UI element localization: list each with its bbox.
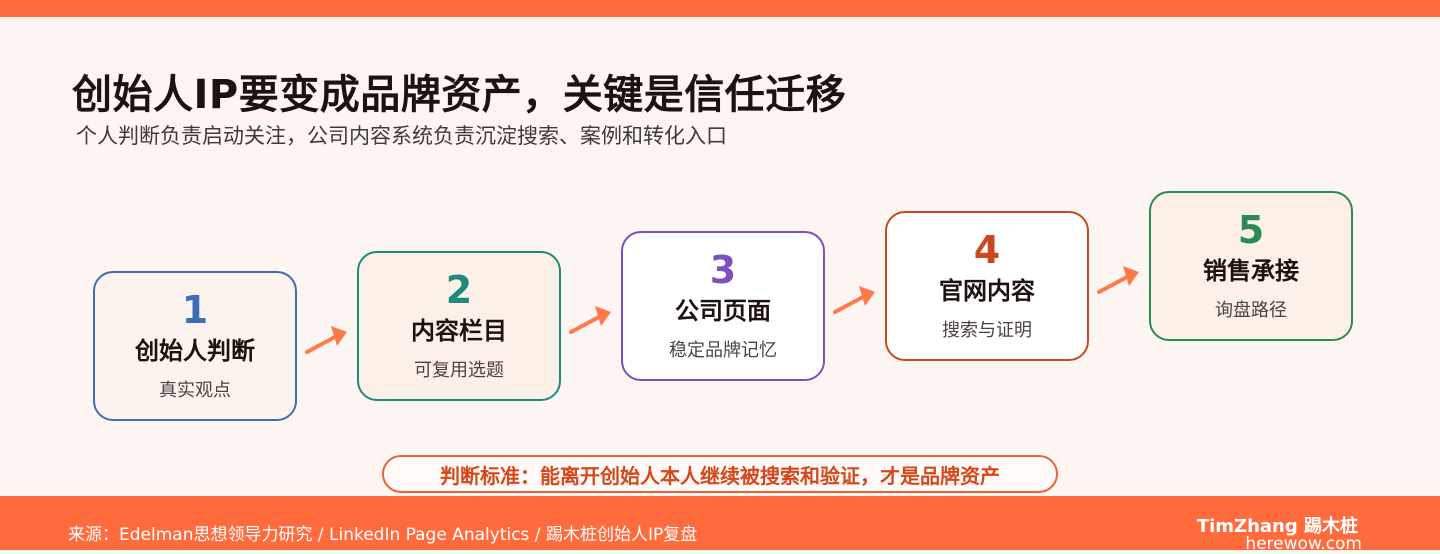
- criteria-banner: 判断标准：能离开创始人本人继续被搜索和验证，才是品牌资产: [382, 455, 1058, 493]
- step-card-5: 5 销售承接 询盘路径: [1149, 191, 1353, 341]
- step-number: 5: [1237, 208, 1265, 252]
- step-card-4: 4 官网内容 搜索与证明: [885, 211, 1089, 361]
- step-label: 销售承接: [1203, 257, 1299, 285]
- site-url: herewow.com: [1245, 534, 1362, 554]
- step-card-3: 3 公司页面 稳定品牌记忆: [621, 231, 825, 381]
- step-label: 官网内容: [939, 277, 1035, 305]
- step-number: 4: [973, 228, 1001, 272]
- top-accent-bar: [0, 0, 1440, 17]
- step-number: 3: [709, 248, 737, 292]
- source-note: 来源：Edelman思想领导力研究 / LinkedIn Page Analyt…: [68, 525, 698, 545]
- page-subtitle: 个人判断负责启动关注，公司内容系统负责沉淀搜索、案例和转化入口: [76, 124, 727, 148]
- step-card-1: 1 创始人判断 真实观点: [93, 271, 297, 421]
- step-description: 可复用选题: [414, 360, 504, 381]
- step-number: 1: [181, 288, 209, 332]
- arrow-right-icon: [569, 306, 611, 334]
- step-description: 真实观点: [159, 380, 231, 401]
- arrow-right-icon: [833, 286, 875, 314]
- page-title: 创始人IP要变成品牌资产，关键是信任迁移: [72, 72, 847, 118]
- step-label: 内容栏目: [411, 317, 507, 345]
- step-description: 稳定品牌记忆: [669, 340, 777, 361]
- arrow-right-icon: [305, 326, 347, 354]
- step-label: 公司页面: [675, 297, 771, 325]
- step-number: 2: [445, 268, 473, 312]
- arrow-right-icon: [1097, 266, 1139, 294]
- step-description: 询盘路径: [1215, 300, 1287, 321]
- step-label: 创始人判断: [135, 337, 255, 365]
- step-description: 搜索与证明: [942, 320, 1032, 341]
- brand-name: TimZhang 踢木桩: [1196, 516, 1358, 537]
- footer-bar: [0, 496, 1440, 550]
- step-card-2: 2 内容栏目 可复用选题: [357, 251, 561, 401]
